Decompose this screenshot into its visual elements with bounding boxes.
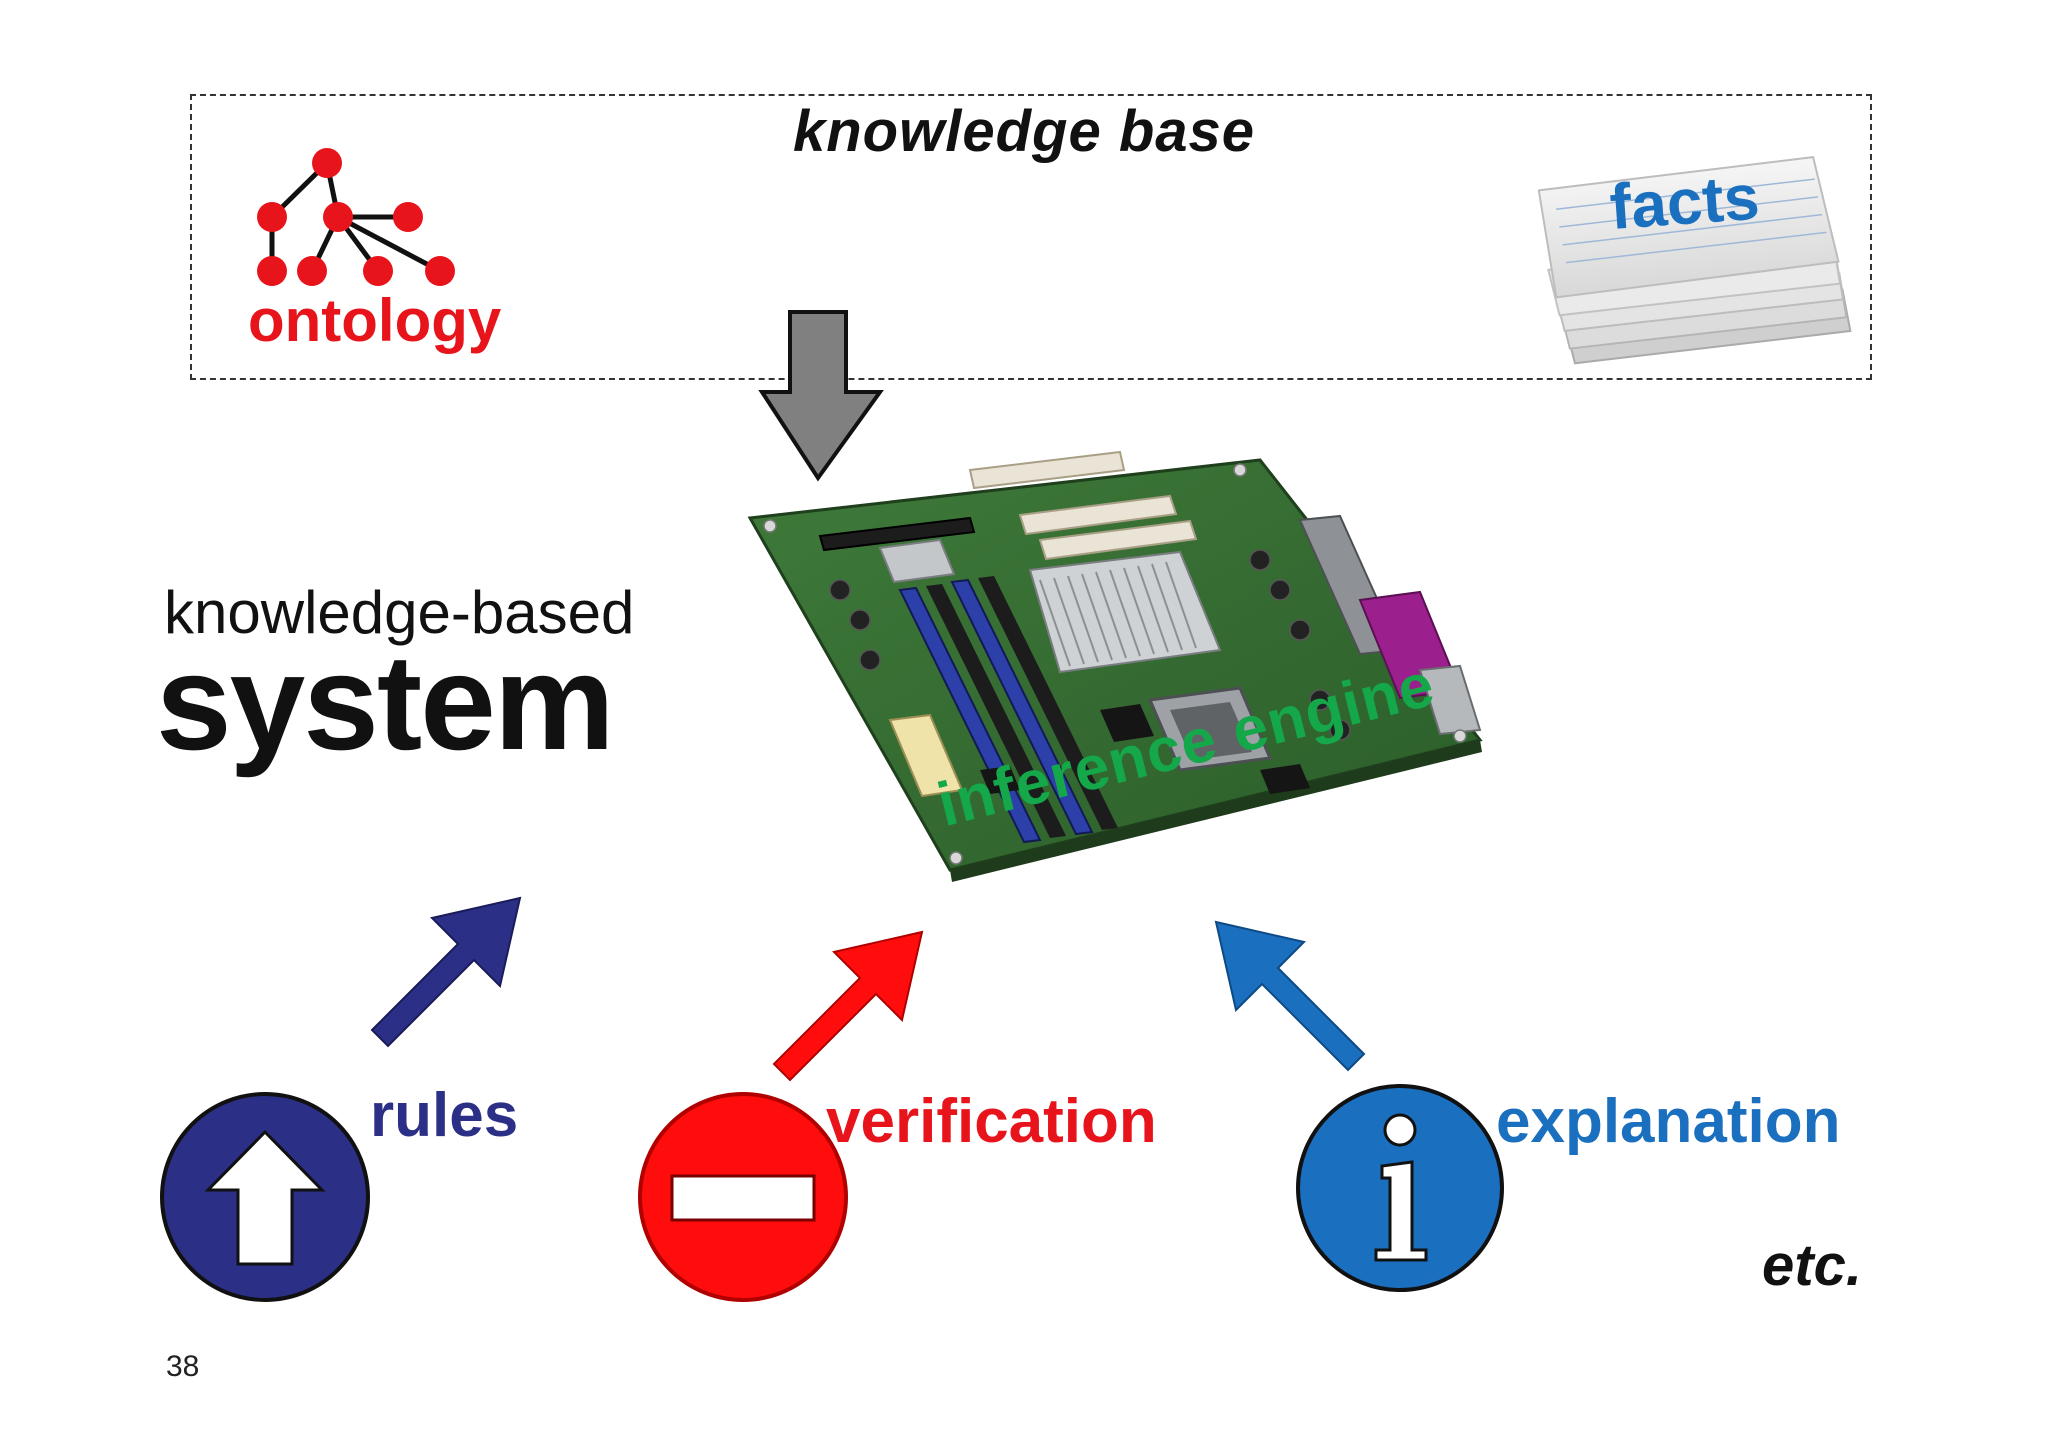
etc-label: etc. xyxy=(1762,1233,1862,1298)
down-arrow-icon xyxy=(758,310,884,482)
motherboard-image xyxy=(747,450,1483,882)
system-title-line2: system xyxy=(156,626,615,778)
info-icon xyxy=(1296,1084,1504,1292)
rules-label: rules xyxy=(370,1081,519,1150)
tree-graph-icon xyxy=(257,148,455,286)
rules-arrow-icon xyxy=(370,896,522,1048)
up-arrow-circle-icon xyxy=(160,1092,370,1302)
verification-arrow-icon xyxy=(772,930,924,1082)
facts-label: facts xyxy=(1607,160,1762,243)
system-title-line1: knowledge-based xyxy=(164,579,635,646)
explanation-label: explanation xyxy=(1496,1087,1841,1156)
no-entry-icon xyxy=(638,1092,848,1302)
ontology-label: ontology xyxy=(248,287,502,354)
explanation-arrow-icon xyxy=(1214,920,1366,1072)
paper-stack-icon xyxy=(1537,156,1852,365)
page-number: 38 xyxy=(166,1350,200,1383)
knowledge-base-frame xyxy=(190,94,1872,380)
verification-label: verification xyxy=(826,1087,1157,1156)
knowledge-base-title: knowledge base xyxy=(792,99,1256,164)
